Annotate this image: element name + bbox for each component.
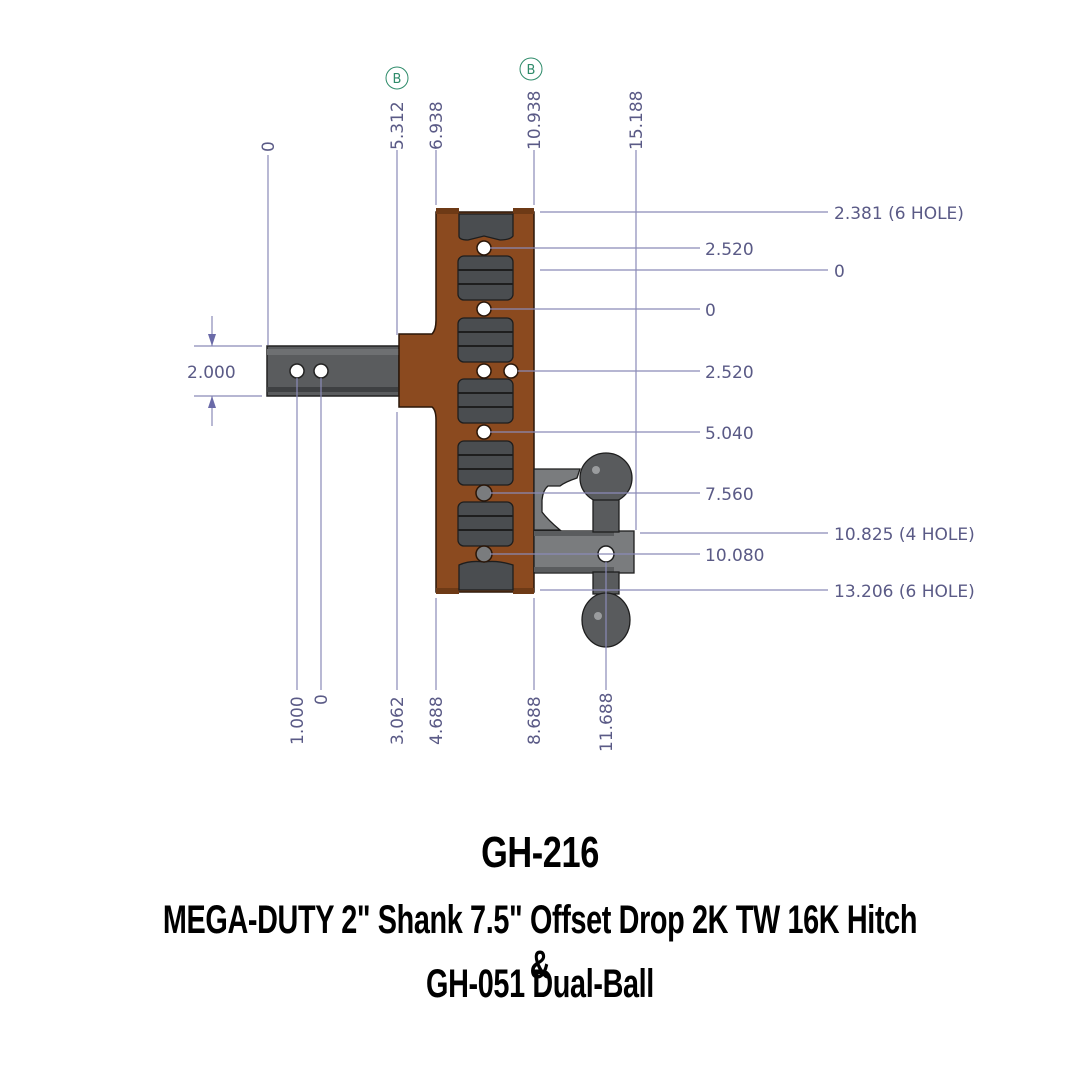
dim-right-5040: 5.040	[705, 424, 754, 444]
shank-hole	[289, 363, 305, 379]
dim-top-0: 0	[259, 141, 279, 152]
dim-right-2520: 2.520	[705, 363, 754, 383]
dim-right-10825: 10.825 (4 HOLE)	[834, 525, 975, 545]
dim-top-5312: 5.312	[388, 101, 408, 150]
dim-bottom-11688: 11.688	[597, 693, 617, 752]
dual-ball	[533, 452, 635, 648]
dim-right-2381: 2.381 (6 HOLE)	[834, 204, 964, 224]
dim-right-0: 0	[705, 301, 716, 321]
dim-bottom-3062: 3.062	[388, 696, 408, 745]
mount-hole	[476, 424, 492, 440]
mount-pin	[475, 484, 493, 502]
dim-top-15188: 15.188	[627, 91, 647, 150]
datum-b-marker-2	[519, 57, 543, 81]
dim-bottom-4688: 4.688	[427, 696, 447, 745]
dim-right-13206: 13.206 (6 HOLE)	[834, 582, 975, 602]
datum-b-label-2: B	[527, 63, 536, 78]
dim-arrow-down	[208, 334, 216, 346]
dim-top-10938: 10.938	[525, 91, 545, 150]
dim-right-7560: 7.560	[705, 485, 754, 505]
shank-hole	[313, 363, 329, 379]
dim-bottom-1000: 1.000	[288, 696, 308, 745]
dim-top-6938: 6.938	[427, 101, 447, 150]
dim-right-2520-top: 2.520	[705, 240, 754, 260]
dim-shank-height: 2.000	[187, 363, 236, 383]
datum-b-label-1: B	[393, 72, 402, 87]
dim-right-0-upper: 0	[834, 262, 845, 282]
dim-bottom-0: 0	[312, 694, 332, 705]
datum-b-marker-1	[385, 66, 409, 90]
dim-arrow-up	[208, 396, 216, 408]
model-number: GH-216	[481, 828, 599, 877]
mount-hole	[476, 301, 492, 317]
product-description-line-1: MEGA-DUTY 2" Shank 7.5" Offset Drop 2K T…	[162, 898, 918, 987]
mount-pin	[475, 545, 493, 563]
mount-hole	[503, 363, 519, 379]
mount-hole	[476, 240, 492, 256]
mount-hole	[476, 363, 492, 379]
product-description-line-2: GH-051 Dual-Ball	[426, 962, 654, 1006]
drop-mount	[398, 208, 535, 594]
shank	[266, 345, 400, 397]
dim-right-10080: 10.080	[705, 546, 764, 566]
dim-bottom-8688: 8.688	[525, 696, 545, 745]
hitch-drawing: 0 5.312 6.938 10.938 15.188 B B	[187, 57, 975, 752]
